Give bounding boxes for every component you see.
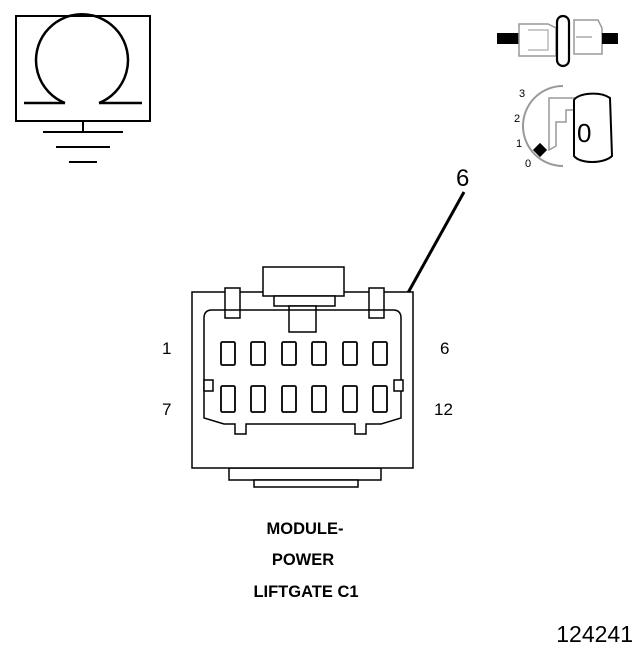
pin-cavity-6 — [372, 341, 388, 366]
figure-number: 124241 — [556, 621, 633, 647]
pin-cavity-1 — [220, 341, 236, 366]
pin-cavity-3 — [281, 341, 297, 366]
pin-cavity-8 — [250, 385, 266, 413]
ignition-key-position: 0 — [577, 118, 591, 148]
ignition-position-0: 0 — [525, 158, 531, 170]
connector-face — [191, 266, 414, 488]
ignition-position-3: 3 — [519, 88, 525, 100]
ignition-position-2: 2 — [514, 113, 520, 125]
pin-cavities — [220, 341, 388, 413]
pin-cavity-10 — [311, 385, 327, 413]
pin-cavity-4 — [311, 341, 327, 366]
pin-cavity-2 — [250, 341, 266, 366]
pin-cavity-9 — [281, 385, 297, 413]
connector-name: MODULE- POWER LIFTGATE C1 — [253, 520, 358, 601]
pin-cavity-7 — [220, 385, 236, 413]
connector-name-line-3: LIFTGATE C1 — [253, 583, 358, 601]
pin-cavity-5 — [342, 341, 358, 366]
callout-pin-number: 6 — [456, 165, 469, 192]
pin-label-7: 7 — [162, 400, 171, 419]
connector-name-line-2: POWER — [272, 551, 334, 569]
unplugged-connector-icon — [497, 14, 618, 68]
pin-cavity-11 — [342, 385, 358, 413]
pin-label-12: 12 — [434, 400, 453, 419]
connector-name-line-1: MODULE- — [267, 520, 344, 538]
pin-cavity-12 — [372, 385, 388, 413]
ignition-position-1: 1 — [516, 138, 522, 150]
ignition-key-icon: 3 2 1 0 0 — [514, 85, 614, 170]
pin-label-1: 1 — [162, 339, 171, 358]
pin-label-6: 6 — [440, 339, 449, 358]
ohmmeter-ground-icon — [15, 13, 151, 163]
